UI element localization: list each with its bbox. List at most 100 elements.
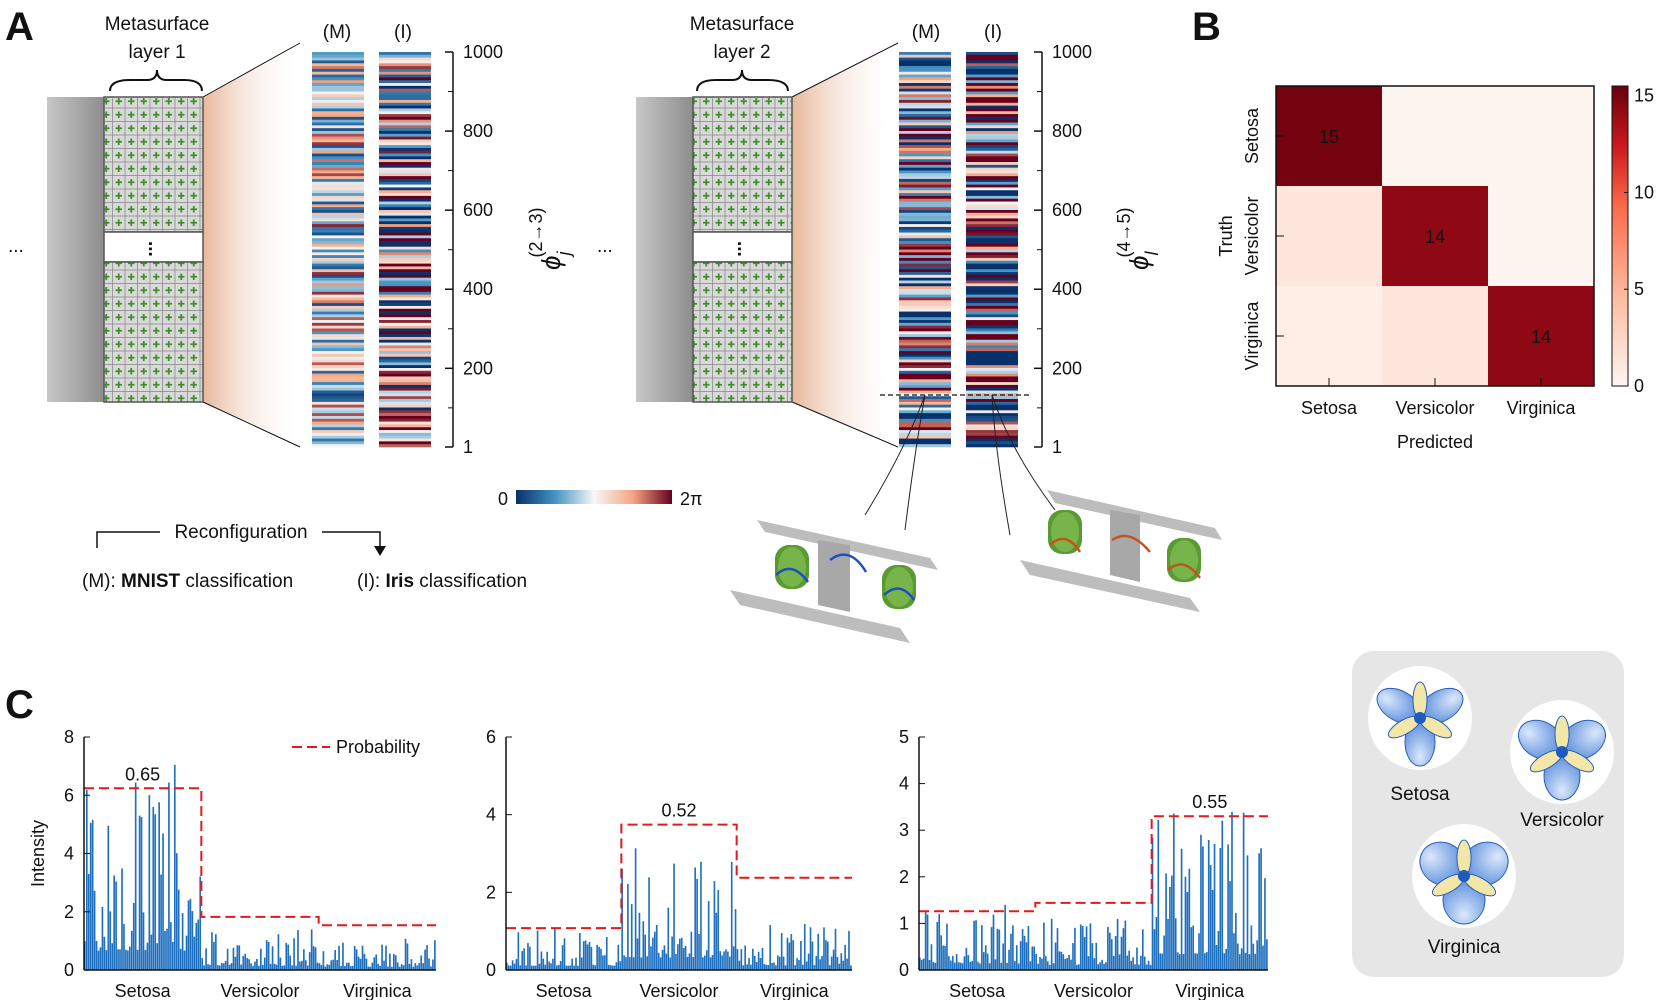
phase-stripe — [312, 325, 364, 329]
phase-stripe — [379, 195, 431, 200]
intensity-bar — [1066, 957, 1069, 970]
phase-stripe — [966, 57, 1018, 61]
phase-stripe — [966, 207, 1018, 211]
intensity-bar — [698, 934, 700, 970]
phase-stripe — [899, 133, 951, 137]
intensity-bar — [1010, 933, 1012, 970]
phase-stripe — [312, 60, 364, 64]
intensity-bar — [1076, 964, 1078, 970]
phase-stripe — [899, 178, 951, 183]
phase-stripe — [312, 156, 364, 160]
intensity-bar — [1033, 946, 1036, 970]
intensity-bar — [1204, 953, 1206, 970]
intensity-bar — [230, 963, 233, 970]
intensity-bar — [769, 925, 771, 970]
phase-stripe — [899, 421, 951, 425]
phase-stripe — [312, 122, 364, 126]
phase-stripe — [966, 125, 1018, 129]
phase-stripe — [312, 221, 364, 225]
intensity-bar — [1200, 834, 1202, 970]
intensity-bar — [736, 949, 739, 970]
intensity-bar — [506, 962, 508, 970]
layer1-substrate — [47, 97, 105, 402]
intensity-bar — [134, 782, 137, 970]
intensity-bar — [511, 960, 514, 970]
intensity-bar — [115, 881, 117, 970]
intensity-bar — [125, 949, 127, 970]
phase-stripe — [312, 139, 364, 143]
x-tick-label: Versicolor — [639, 981, 718, 1000]
phase-stripe — [966, 430, 1018, 434]
phase-stripe — [312, 368, 364, 372]
phase-stripe — [899, 74, 951, 78]
intensity-bar — [193, 936, 196, 970]
phase-stripe — [966, 353, 1018, 358]
intensity-bar — [1167, 918, 1169, 970]
probability-label: 0.52 — [661, 801, 696, 821]
layer1-phase-strip-i — [379, 52, 431, 448]
intensity-bar — [412, 966, 415, 970]
intensity-bar — [285, 942, 288, 970]
phase-stripe — [312, 407, 364, 411]
intensity-bar — [605, 936, 608, 970]
intensity-bar — [819, 959, 821, 970]
phase-stripe — [379, 57, 431, 61]
intensity-bar — [996, 928, 999, 970]
phase-stripe — [379, 63, 431, 67]
intensity-bar — [144, 949, 147, 970]
phase-stripe — [966, 320, 1018, 324]
phase-stripe — [312, 263, 364, 267]
intensity-bar — [1004, 904, 1006, 970]
intensity-bar — [228, 964, 231, 970]
phase-stripe — [899, 221, 951, 225]
phase-stripe — [966, 145, 1018, 149]
phase-stripe — [899, 128, 951, 132]
intensity-bar — [780, 933, 783, 970]
intensity-bar — [170, 922, 172, 970]
intensity-bar — [187, 900, 190, 970]
phase-stripe — [966, 105, 1018, 109]
x-tick-label: Setosa — [115, 981, 172, 1000]
phase-stripe — [312, 376, 364, 380]
phase-stripe — [379, 305, 431, 310]
intensity-bar — [1103, 963, 1105, 970]
phase-stripe — [966, 167, 1018, 171]
phase-stripe — [899, 176, 951, 180]
phase-stripe — [966, 116, 1018, 121]
phase-stripe — [966, 263, 1018, 267]
intensity-bar — [1262, 945, 1264, 970]
phase-stripe — [379, 83, 431, 87]
phase-stripe — [312, 181, 364, 185]
intensity-bar — [792, 940, 795, 970]
phase-stripe — [966, 195, 1018, 200]
phase-stripe — [899, 150, 951, 154]
phase-stripe — [379, 136, 431, 140]
intensity-bar — [338, 945, 340, 970]
phase-stripe — [899, 356, 951, 360]
phase-stripe — [966, 164, 1018, 168]
phase-stripe — [312, 283, 364, 287]
phase-stripe — [312, 68, 364, 73]
intensity-bar — [1002, 943, 1005, 970]
intensity-bar — [734, 909, 737, 970]
intensity-bar — [955, 954, 958, 970]
phase-stripe — [379, 370, 431, 374]
x-axis-label: Predicted — [1397, 432, 1473, 452]
intensity-bar — [675, 953, 677, 970]
intensity-bar — [744, 945, 746, 970]
phase-stripe — [966, 60, 1018, 64]
intensity-bar — [281, 965, 284, 970]
phase-stripe — [379, 226, 431, 231]
phase-stripe — [899, 224, 951, 228]
probability-label: 0.55 — [1192, 792, 1227, 812]
phase-stripe — [312, 235, 364, 239]
intensity-bar — [1180, 848, 1183, 970]
layer2-meta-atoms-bottom — [692, 261, 793, 403]
intensity-bar — [567, 965, 570, 970]
matrix-cell — [1382, 186, 1488, 286]
phase-stripe — [899, 353, 951, 358]
phase-stripe — [379, 60, 431, 64]
phase-stripe — [899, 351, 951, 355]
phase-stripe — [379, 71, 431, 75]
phase-stripe — [899, 317, 951, 321]
